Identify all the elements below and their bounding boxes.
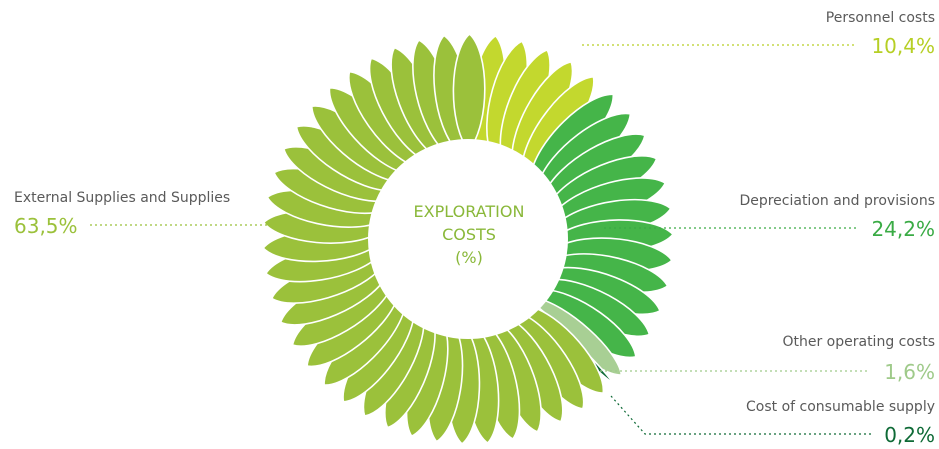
callout-depreciation-and-provisions: Depreciation and provisions 24,2% xyxy=(604,193,935,241)
value-cost-of-consumable-supply: 0,2% xyxy=(884,423,935,447)
value-depreciation-and-provisions: 24,2% xyxy=(871,217,935,241)
callout-cost-of-consumable-supply: Cost of consumable supply 0,2% xyxy=(610,395,935,447)
petal-ring xyxy=(262,32,675,445)
label-external-supplies: External Supplies and Supplies xyxy=(14,190,230,206)
value-other-operating-costs: 1,6% xyxy=(884,360,935,384)
chart-title-line-3: (%) xyxy=(455,248,483,267)
leader-line-consumable-supply xyxy=(610,395,872,435)
chart-title-line-2: COSTS xyxy=(442,225,496,244)
value-personnel-costs: 10,4% xyxy=(871,34,935,58)
callout-other-operating-costs: Other operating costs 1,6% xyxy=(600,334,935,384)
slice-depreciation-and-provisions xyxy=(529,93,675,359)
value-external-supplies: 63,5% xyxy=(14,214,78,238)
chart-title-line-1: EXPLORATION xyxy=(414,202,525,221)
label-other-operating-costs: Other operating costs xyxy=(782,334,935,350)
label-depreciation-and-provisions: Depreciation and provisions xyxy=(739,193,935,209)
label-personnel-costs: Personnel costs xyxy=(826,10,935,26)
center-hole xyxy=(368,139,568,339)
callout-external-supplies: External Supplies and Supplies 63,5% xyxy=(14,190,290,238)
petal-external-supplies-and-supplies xyxy=(452,32,486,153)
slice-external-supplies-and-supplies xyxy=(262,32,604,445)
callout-personnel-costs: Personnel costs 10,4% xyxy=(582,10,935,58)
label-cost-of-consumable-supply: Cost of consumable supply xyxy=(746,399,935,415)
